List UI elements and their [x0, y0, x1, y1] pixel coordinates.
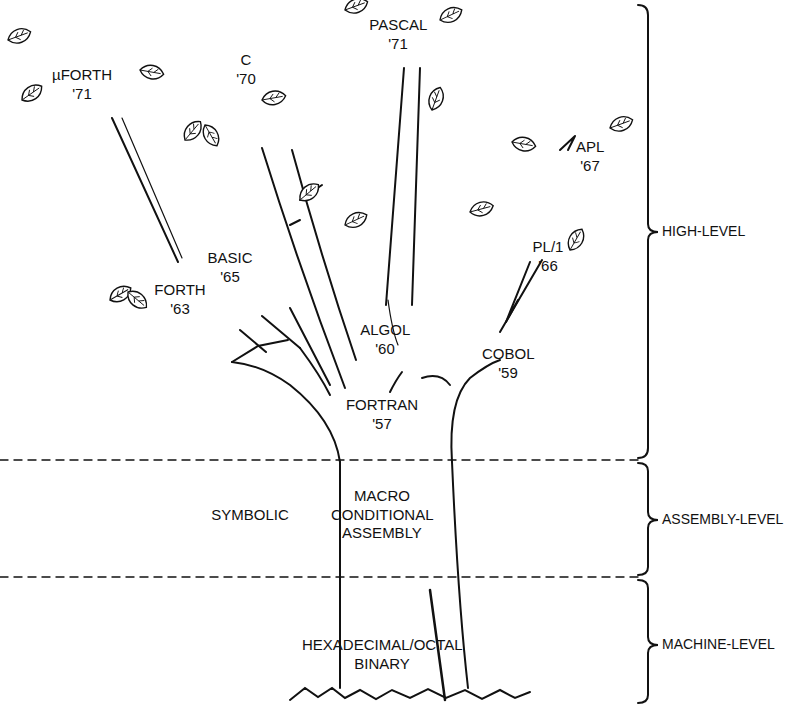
- language-label: HEXADECIMAL/OCTAL BINARY: [302, 636, 462, 674]
- language-label: µFORTH '71: [52, 66, 112, 104]
- language-label: APL '67: [576, 138, 604, 176]
- language-label: FORTRAN '57: [346, 396, 418, 434]
- level-label: ASSEMBLY-LEVEL: [662, 511, 783, 529]
- language-label: C '70: [236, 51, 256, 89]
- language-label: PL/1 '66: [533, 238, 564, 276]
- language-label: BASIC '65: [207, 249, 252, 287]
- language-label: MACRO CONDITIONAL ASSEMBLY: [331, 487, 433, 543]
- level-label: HIGH-LEVEL: [662, 223, 745, 241]
- language-label: ALGOL '60: [360, 321, 409, 359]
- level-label: MACHINE-LEVEL: [662, 636, 775, 654]
- language-label: FORTH '63: [154, 281, 205, 319]
- language-label: COBOL '59: [482, 345, 534, 383]
- language-label: SYMBOLIC: [211, 506, 289, 525]
- language-label: PASCAL '71: [369, 16, 427, 54]
